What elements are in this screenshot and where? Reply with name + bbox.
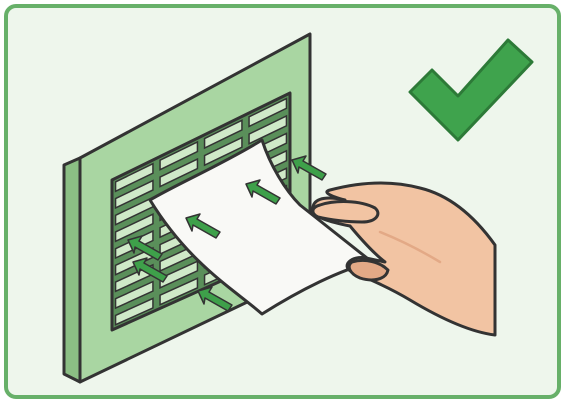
- vent-frame-side: [64, 158, 80, 382]
- hand-thumb: [313, 202, 378, 222]
